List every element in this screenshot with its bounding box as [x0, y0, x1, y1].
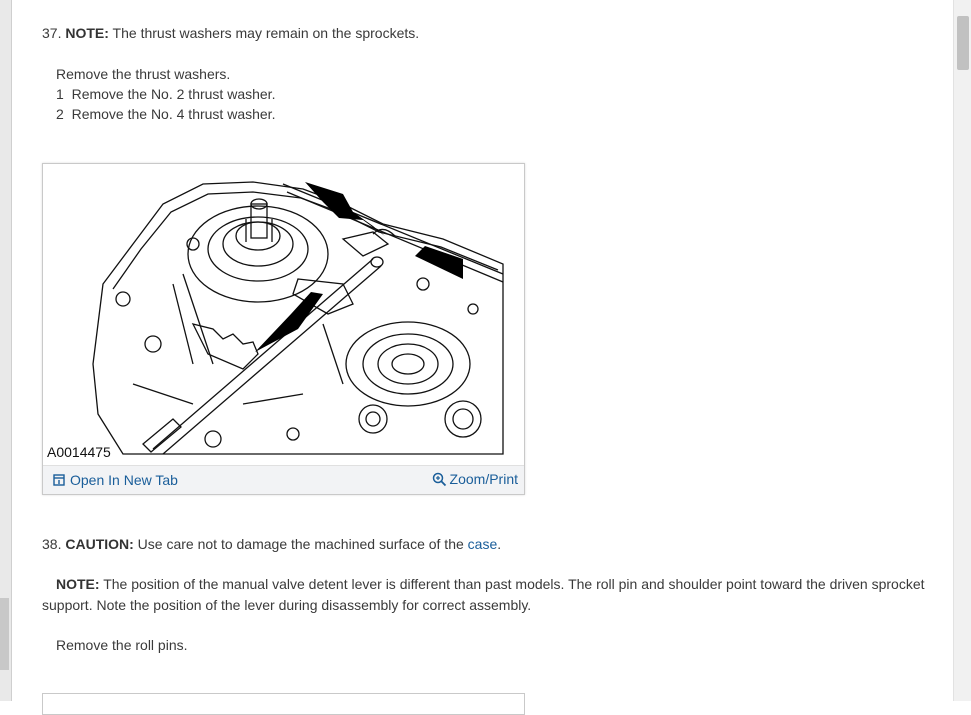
vertical-scrollbar[interactable] — [953, 0, 971, 701]
step-38-note-line2: support. Note the position of the lever … — [42, 597, 532, 613]
note-text: The thrust washers may remain on the spr… — [108, 25, 420, 41]
left-gutter-thumb[interactable] — [0, 598, 9, 670]
open-in-new-tab-label: Open In New Tab — [70, 472, 178, 488]
step-38-note-line1: NOTE: The position of the manual valve d… — [56, 574, 925, 594]
substep-text: Remove the No. 2 thrust washer. — [71, 86, 276, 102]
step-37-instruction: Remove the thrust washers. — [56, 66, 231, 82]
caution-label: CAUTION: — [65, 536, 134, 552]
step-38-instruction: Remove the roll pins. — [56, 637, 188, 653]
open-tab-icon — [53, 474, 65, 486]
transmission-illustration — [92, 181, 504, 455]
caution-end: . — [497, 536, 502, 552]
figure-toolbar: Open In New Tab Zoom/Print — [43, 465, 524, 494]
figure-panel-next — [42, 693, 525, 715]
left-gutter — [0, 0, 12, 701]
substep-number: 2 — [56, 106, 64, 122]
step-number: 37. — [42, 25, 62, 41]
step-number: 38. — [42, 536, 62, 552]
step-37-note: 37. NOTE: The thrust washers may remain … — [42, 23, 419, 43]
scrollbar-thumb[interactable] — [957, 16, 969, 70]
zoom-icon — [432, 472, 446, 486]
substep-2: 2 Remove the No. 4 thrust washer. — [56, 104, 275, 124]
open-in-new-tab-button[interactable]: Open In New Tab — [53, 472, 178, 488]
caution-text: Use care not to damage the machined surf… — [133, 536, 468, 552]
step-38-caution: 38. CAUTION: Use care not to damage the … — [42, 534, 501, 554]
note-label: NOTE: — [65, 25, 109, 41]
zoom-print-label: Zoom/Print — [449, 471, 518, 487]
figure-id: A0014475 — [47, 444, 111, 460]
substep-text: Remove the No. 4 thrust washer. — [71, 106, 276, 122]
substep-1: 1 Remove the No. 2 thrust washer. — [56, 84, 275, 104]
figure-panel: A0014475 Open In New Tab Zoom/Print — [42, 163, 525, 495]
note-label: NOTE: — [56, 576, 100, 592]
substep-number: 1 — [56, 86, 64, 102]
case-link[interactable]: case — [467, 536, 498, 552]
zoom-print-button[interactable]: Zoom/Print — [432, 471, 518, 487]
note-text: The position of the manual valve detent … — [99, 576, 925, 592]
